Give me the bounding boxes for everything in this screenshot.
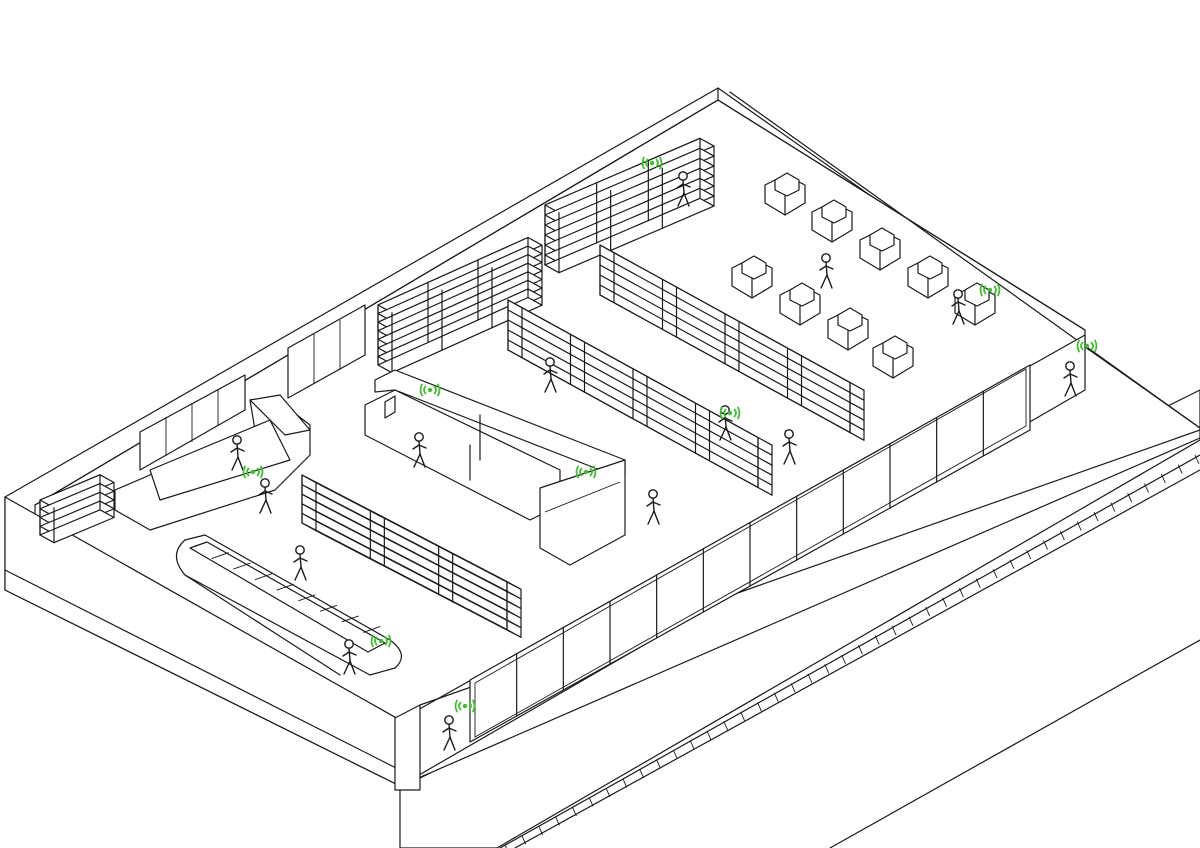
wireless-beacon-icon — [1076, 339, 1098, 353]
people — [230, 171, 1078, 751]
wireless-beacon-icon — [454, 699, 476, 713]
wireless-beacon-icon — [979, 283, 1001, 297]
person-icon — [676, 171, 691, 207]
beacons — [242, 156, 1098, 713]
wireless-beacon-icon — [575, 465, 597, 479]
person-icon — [342, 639, 357, 675]
shelving-units — [39, 137, 865, 638]
display-cube — [764, 172, 806, 216]
wireless-beacon-icon — [419, 383, 441, 397]
curb-segments — [504, 454, 1200, 848]
refrigerated-island — [175, 534, 402, 676]
person-icon — [293, 545, 308, 581]
person-icon — [543, 357, 558, 393]
window-mullions — [516, 390, 984, 717]
shelf-unit — [377, 236, 543, 374]
display-cube — [731, 255, 773, 299]
display-cube — [859, 227, 901, 271]
shelf-unit — [507, 299, 773, 496]
display-cube — [779, 282, 821, 326]
service-counter — [364, 369, 626, 566]
shelf-unit — [39, 474, 115, 544]
display-cube — [954, 282, 996, 326]
display-cube — [827, 307, 869, 351]
display-counter-left — [114, 394, 311, 531]
display-cube — [907, 255, 949, 299]
shelf-unit — [599, 244, 865, 441]
person-icon — [782, 429, 797, 465]
person-icon — [951, 289, 966, 325]
island-dividers — [211, 552, 381, 633]
wireless-beacon-icon — [242, 465, 264, 479]
person-icon — [646, 489, 661, 525]
person-icon — [1063, 361, 1078, 397]
road-edge — [829, 639, 1200, 848]
wireless-beacon-icon — [370, 634, 392, 648]
display-cubes — [731, 172, 996, 379]
person-icon — [258, 478, 273, 514]
display-cube — [811, 199, 853, 243]
person-icon — [819, 253, 834, 289]
storefront-windows — [469, 364, 1031, 743]
person-icon — [230, 435, 245, 471]
wireless-beacon-icon — [641, 156, 663, 170]
wireless-beacon-icon — [719, 406, 741, 420]
shelf-unit — [301, 474, 522, 638]
wall-panels-left — [139, 304, 366, 471]
shelf-unit — [544, 137, 715, 274]
display-cube — [872, 335, 914, 379]
person-icon — [442, 715, 457, 751]
person-icon — [412, 432, 427, 468]
